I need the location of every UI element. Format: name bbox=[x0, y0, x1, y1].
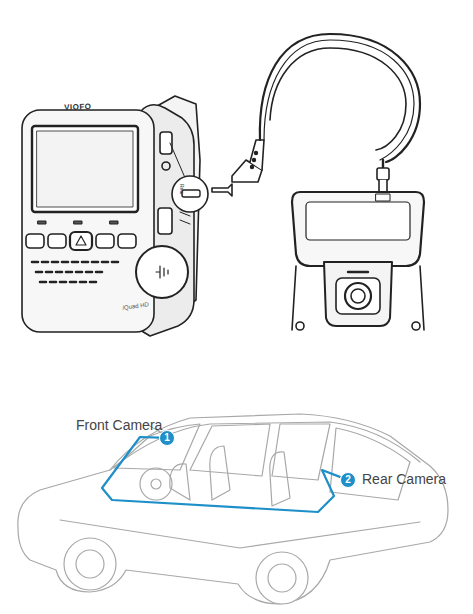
lens-housing bbox=[324, 262, 392, 326]
front-wheel bbox=[64, 538, 116, 590]
plug-dot bbox=[253, 159, 256, 162]
part-label: Front Camera bbox=[76, 418, 162, 432]
side-windows bbox=[190, 424, 330, 480]
screw bbox=[296, 322, 304, 330]
car-outline bbox=[18, 414, 448, 604]
seat bbox=[170, 464, 190, 500]
seat bbox=[270, 452, 290, 506]
button bbox=[26, 234, 44, 248]
button bbox=[96, 234, 114, 248]
button bbox=[118, 234, 136, 248]
indicator-leds bbox=[38, 221, 118, 224]
steering-wheel bbox=[140, 468, 172, 500]
car-body bbox=[18, 414, 448, 604]
buttons bbox=[26, 232, 136, 250]
rear-body bbox=[292, 192, 424, 266]
door-line bbox=[60, 520, 420, 548]
screw bbox=[412, 322, 420, 330]
speaker-grille bbox=[32, 262, 118, 282]
cable-coil bbox=[264, 40, 414, 160]
mic-icon bbox=[156, 266, 168, 278]
plug-dot bbox=[251, 166, 254, 169]
side-button bbox=[162, 162, 170, 170]
led bbox=[74, 221, 82, 224]
camera-body bbox=[22, 110, 154, 332]
rear-glass bbox=[330, 428, 410, 500]
callout-circle bbox=[172, 176, 208, 212]
screen-inner bbox=[37, 131, 133, 207]
cable-coil bbox=[270, 48, 406, 150]
lens bbox=[345, 283, 371, 309]
callout-number: 1 bbox=[159, 430, 175, 446]
rear-camera bbox=[292, 192, 424, 330]
button bbox=[48, 234, 66, 248]
screen bbox=[32, 126, 138, 212]
steering-hub bbox=[151, 479, 161, 489]
seat bbox=[210, 446, 230, 500]
led bbox=[38, 221, 46, 224]
grille-row bbox=[40, 281, 96, 284]
rear-plug bbox=[377, 168, 389, 180]
port-callout bbox=[170, 143, 208, 212]
button bbox=[70, 232, 92, 250]
front-hub bbox=[76, 550, 104, 578]
grille-row bbox=[36, 271, 102, 274]
lens-frame bbox=[336, 278, 380, 314]
rear-wings bbox=[292, 266, 424, 330]
rear-camera-cable bbox=[212, 34, 420, 196]
rear-hub bbox=[268, 564, 296, 592]
cable-coil bbox=[260, 34, 420, 162]
usb-port bbox=[158, 208, 172, 234]
usb-icon-box bbox=[376, 194, 390, 201]
port-slot bbox=[182, 190, 200, 197]
rear-window bbox=[306, 202, 410, 240]
part-label: Rear Camera bbox=[362, 472, 446, 486]
callout-text: 1 bbox=[164, 433, 170, 443]
lens-inner bbox=[351, 289, 365, 303]
cable-line bbox=[102, 437, 341, 512]
part-label: VIOFO bbox=[64, 103, 92, 112]
rear-wheel bbox=[256, 552, 308, 604]
plug bbox=[212, 184, 232, 196]
callout-text: 2 bbox=[345, 475, 351, 485]
led bbox=[110, 221, 118, 224]
part-label: Rear bbox=[179, 184, 184, 195]
grille-row bbox=[32, 261, 118, 264]
lens-mount bbox=[136, 246, 188, 298]
callout-number: 2 bbox=[340, 472, 356, 488]
plug-dot bbox=[255, 152, 258, 155]
front-dashcam bbox=[22, 96, 200, 336]
warning-icon bbox=[76, 236, 86, 245]
callout-leader bbox=[170, 143, 186, 180]
cable-route bbox=[102, 437, 341, 512]
plug-strain bbox=[250, 140, 264, 170]
lens-vent bbox=[348, 271, 368, 273]
